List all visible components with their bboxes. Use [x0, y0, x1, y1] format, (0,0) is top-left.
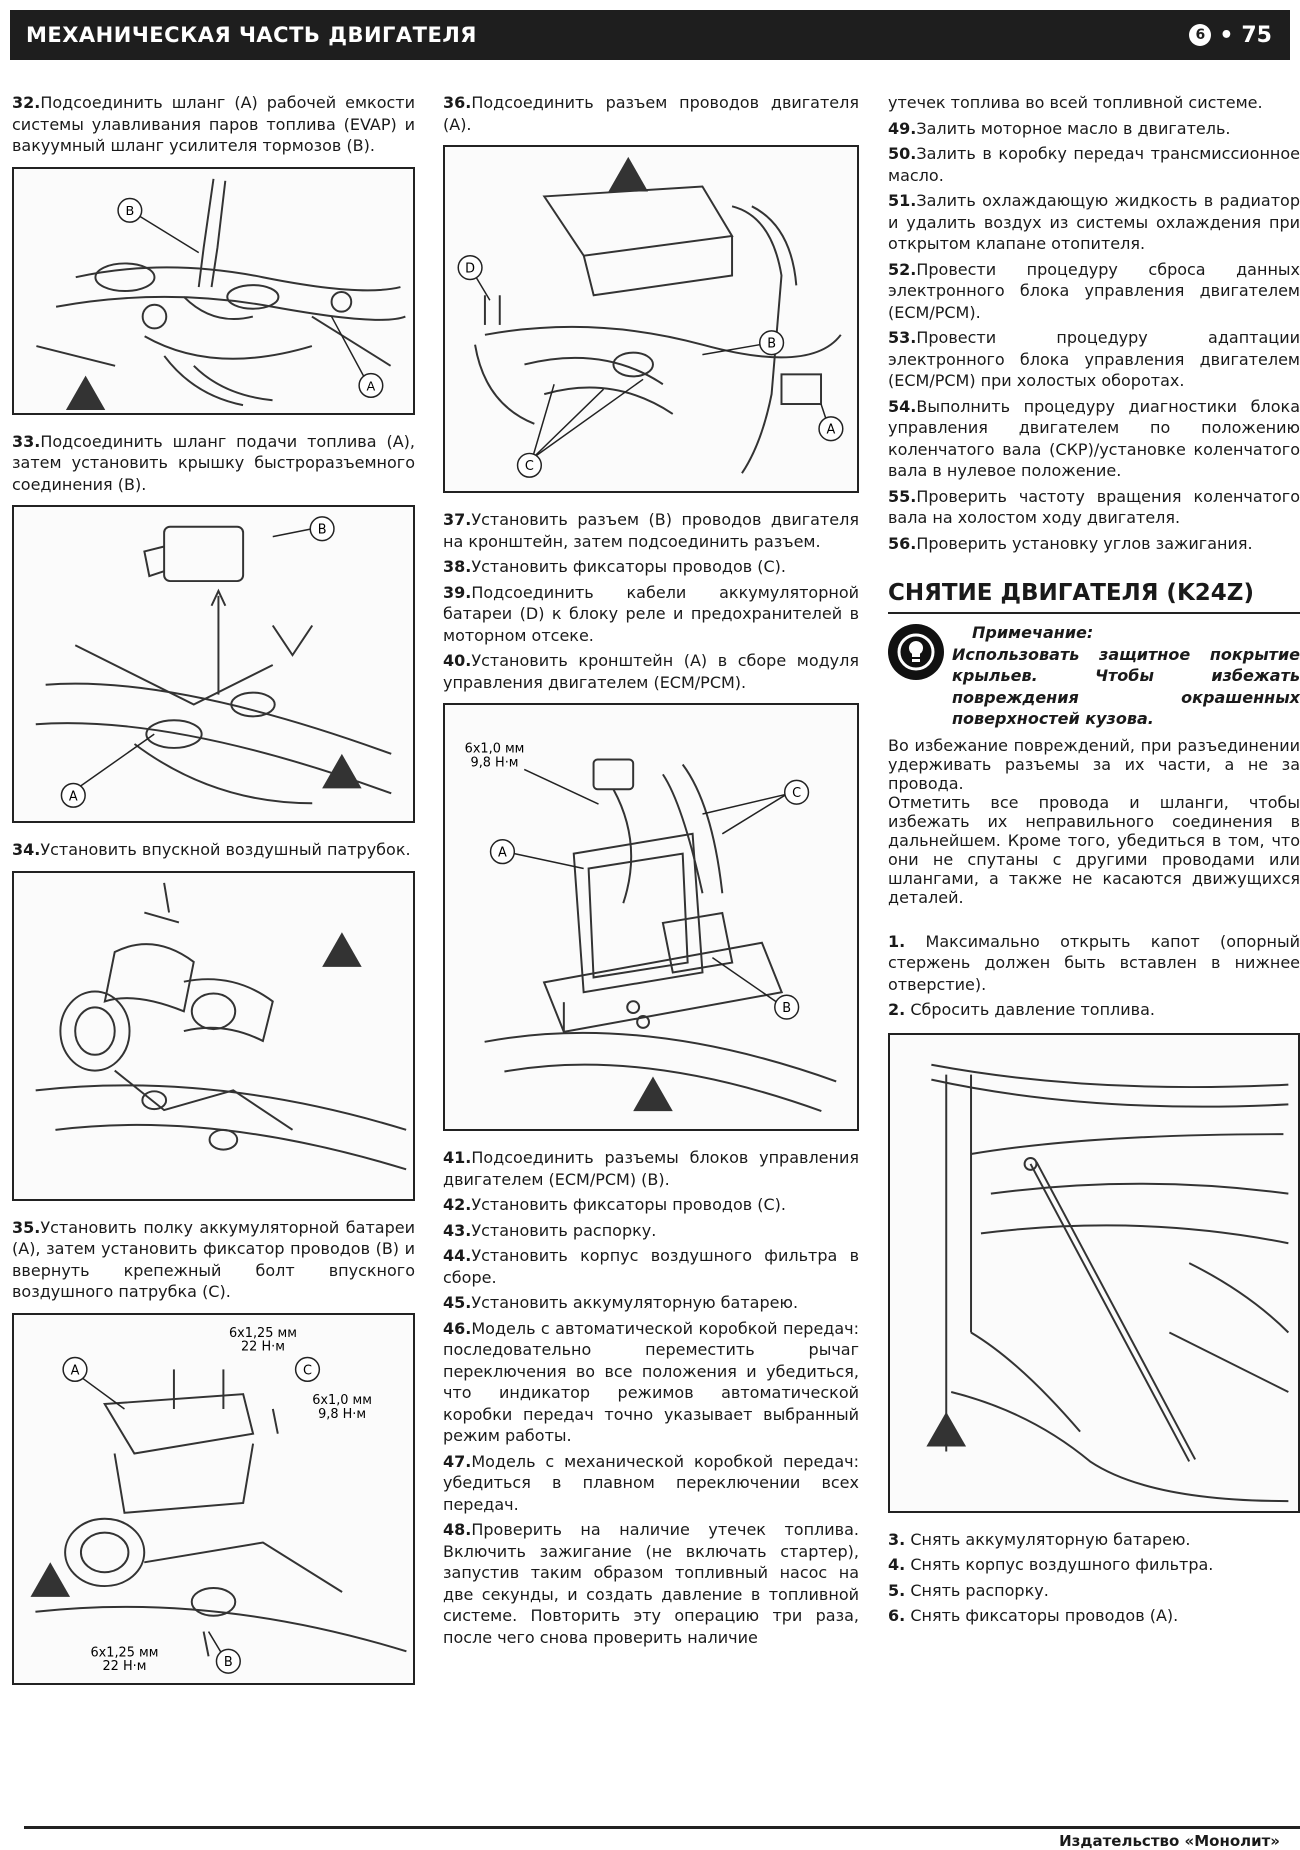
- step-34: 34.Установить впускной воздушный патрубо…: [12, 840, 411, 859]
- step-48-continued: утечек топлива во всей топливной системе…: [888, 93, 1263, 112]
- step-56: 56.Проверить установку углов зажигания.: [888, 533, 1253, 553]
- figure-hood-open: [888, 1032, 1300, 1513]
- bullet: •: [1219, 22, 1234, 48]
- step-50: 50.Залить в коробку передач трансмиссион…: [888, 144, 1300, 185]
- fig4-label-c: C: [303, 1363, 312, 1378]
- fig4-torque-top-2: 22 Н·м: [241, 1339, 285, 1354]
- footer-rule: [24, 1826, 1300, 1829]
- front-arrow-icon: [65, 375, 106, 410]
- fig4-torque-bottom-1: 6х1,25 мм: [91, 1645, 159, 1660]
- figure-ecm-bracket-drawing: 6х1,0 мм 9,8 Н·м A C B: [465, 742, 837, 1113]
- removal-step-4: 4. Снять корпус воздушного фильтра.: [888, 1555, 1214, 1574]
- step-32: 32.Подсоединить шланг (А) рабочей емкост…: [12, 93, 415, 155]
- removal-step-5: 5. Снять распорку.: [888, 1580, 1049, 1600]
- front-arrow-icon: [926, 1411, 967, 1447]
- fig5-label-c: C: [525, 459, 534, 474]
- note-text-1: Использовать защитное покрытие крыльев. …: [952, 644, 1300, 729]
- fig4-torque-right-2: 9,8 Н·м: [318, 1406, 366, 1421]
- fig2-label-b: B: [318, 523, 327, 538]
- fig6-label-a: A: [498, 846, 507, 861]
- step-47: 47.Модель с механической коробкой переда…: [443, 1451, 859, 1514]
- step-51: 51.Залить охлаждающую жидкость в радиато…: [888, 191, 1300, 253]
- figure-engine-connector-drawing: D B A C: [457, 156, 844, 478]
- step-45: 45.Установить аккумуляторную батарею.: [443, 1293, 799, 1312]
- fig1-label-a: A: [367, 379, 376, 394]
- front-arrow-icon: [322, 931, 362, 967]
- step-46: 46.Модель с автоматической коробкой пере…: [443, 1318, 859, 1446]
- step-49: 49.Залить моторное масло в двигатель.: [888, 118, 1231, 138]
- fig5-label-d: D: [465, 262, 475, 277]
- fig4-label-b: B: [224, 1655, 233, 1670]
- figure-ecm-bracket: 6х1,0 мм 9,8 Н·м A C B: [443, 703, 859, 1131]
- note-text-3: Отметить все провода и шланги, чтобы изб…: [888, 792, 1300, 907]
- fig6-torque-1: 6х1,0 мм: [465, 742, 525, 757]
- step-53: 53.Провести процедуру адаптации электрон…: [888, 328, 1300, 390]
- step-35: 35.Установить полку аккумуляторной батар…: [12, 1217, 415, 1302]
- page-number-block: 6 • 75: [1189, 23, 1272, 48]
- figure-intake-duct: [12, 870, 415, 1201]
- figure-intake-duct-drawing: [35, 882, 407, 1170]
- front-arrow-icon: [30, 1561, 71, 1597]
- figure-hood-open-drawing: [926, 1063, 1290, 1502]
- publisher-footer: Издательство «Монолит»: [1059, 1832, 1280, 1850]
- fig6-label-c: C: [792, 786, 801, 801]
- step-55: 55.Проверить частоту вращения коленчатог…: [888, 486, 1300, 528]
- front-arrow-icon: [322, 753, 362, 789]
- figure-evap-hose-drawing: B A: [36, 178, 406, 410]
- step-37: 37.Установить разъем (В) проводов двигат…: [443, 510, 859, 551]
- removal-step-1: 1. Максимально открыть капот (опорный ст…: [888, 931, 1300, 994]
- column-2: 36.Подсоединить разъем проводов двигател…: [443, 92, 859, 1652]
- page-header: МЕХАНИЧЕСКАЯ ЧАСТЬ ДВИГАТЕЛЯ 6 • 75: [10, 10, 1290, 60]
- lightbulb-icon: [888, 624, 944, 680]
- note-title: Примечание:: [972, 623, 1094, 642]
- figure-fuel-hose-drawing: B A: [35, 516, 392, 808]
- fig4-torque-right-1: 6х1,0 мм: [312, 1393, 372, 1408]
- note-text-2: Во избежание повреждений, при разъединен…: [888, 735, 1300, 793]
- figure-fuel-hose: B A: [12, 505, 415, 823]
- column-1: 32.Подсоединить шланг (А) рабочей емкост…: [12, 92, 415, 1701]
- removal-step-2: 2. Сбросить давление топлива.: [888, 1000, 1155, 1019]
- section-mark-icon: 6: [1189, 24, 1212, 46]
- fig5-label-b: B: [767, 337, 776, 352]
- fig6-torque-2: 9,8 Н·м: [471, 755, 519, 770]
- fig4-torque-top-1: 6х1,25 мм: [229, 1325, 297, 1340]
- step-40: 40.Установить кронштейн (А) в сборе моду…: [443, 651, 859, 692]
- step-39: 39.Подсоединить кабели аккумуляторной ба…: [443, 582, 859, 645]
- page-number: 75: [1241, 22, 1272, 48]
- step-48: 48.Проверить на наличие утечек топлива. …: [443, 1520, 859, 1647]
- figure-battery-tray: 6х1,25 мм 22 Н·м 6х1,0 мм 9,8 Н·м 6х1,25…: [12, 1312, 415, 1685]
- section-title: СНЯТИЕ ДВИГАТЕЛЯ (K24Z): [888, 580, 1300, 614]
- figure-evap-hose: B A: [12, 166, 415, 415]
- header-title: МЕХАНИЧЕСКАЯ ЧАСТЬ ДВИГАТЕЛЯ: [26, 23, 477, 47]
- step-38: 38.Установить фиксаторы проводов (С).: [443, 557, 786, 576]
- fig4-torque-bottom-2: 22 Н·м: [103, 1659, 147, 1674]
- fig6-label-b: B: [782, 1001, 791, 1016]
- fig4-label-a: A: [71, 1363, 80, 1378]
- step-54: 54.Выполнить процедуру диагностики блока…: [888, 396, 1300, 481]
- step-43: 43.Установить распорку.: [443, 1220, 657, 1240]
- note-block: Примечание: Использовать защитное покрыт…: [888, 622, 1300, 730]
- step-52: 52.Провести процедуру сброса данных элек…: [888, 259, 1300, 322]
- front-arrow-icon: [633, 1076, 673, 1112]
- removal-step-3: 3. Снять аккумуляторную батарею.: [888, 1529, 1191, 1549]
- fig1-label-b: B: [125, 204, 134, 219]
- step-36: 36.Подсоединить разъем проводов двигател…: [443, 93, 859, 134]
- step-41: 41.Подсоединить разъемы блоков управлени…: [443, 1148, 859, 1189]
- removal-step-6: 6. Снять фиксаторы проводов (А).: [888, 1606, 1179, 1625]
- front-arrow-icon: [608, 156, 649, 192]
- figure-engine-connector: D B A C: [443, 145, 859, 493]
- step-44: 44.Установить корпус воздушного фильтра …: [443, 1246, 859, 1287]
- figure-battery-tray-drawing: 6х1,25 мм 22 Н·м 6х1,0 мм 9,8 Н·м 6х1,25…: [30, 1325, 407, 1674]
- fig5-label-a: A: [827, 423, 836, 438]
- fig2-label-a: A: [69, 789, 78, 804]
- column-3: утечек топлива во всей топливной системе…: [888, 92, 1300, 1631]
- step-33: 33.Подсоединить шланг подачи топлива (А)…: [12, 431, 415, 494]
- step-42: 42.Установить фиксаторы проводов (С).: [443, 1195, 786, 1214]
